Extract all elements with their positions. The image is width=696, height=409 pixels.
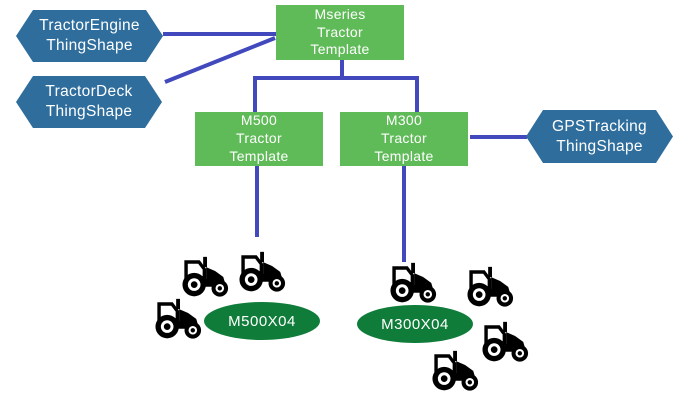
- template-m300-line2: Tractor: [381, 130, 427, 147]
- template-mseries-line3: Template: [310, 41, 370, 58]
- thingshape-tractorengine-line1: TractorEngine: [39, 17, 140, 35]
- instance-m300x04: M300X04: [357, 305, 473, 343]
- tractor-icon: [477, 321, 531, 362]
- thingshape-gpstracking-line2: ThingShape: [556, 137, 643, 155]
- template-mseries: Mseries Tractor Template: [276, 5, 404, 60]
- tractor-icon-glyph: [155, 298, 202, 339]
- template-m300: M300 Tractor Template: [340, 112, 468, 166]
- tractor-icon-glyph: [182, 256, 229, 297]
- tractor-icon-glyph: [482, 321, 529, 362]
- tractor-icon-glyph: [432, 350, 479, 391]
- thingshape-tractorengine-line2: ThingShape: [46, 37, 133, 54]
- template-m300-line3: Template: [374, 147, 434, 164]
- tractor-icon: [177, 256, 231, 297]
- tractor-icon: [427, 350, 481, 391]
- connector-tractordeck-mseries: [164, 36, 276, 84]
- template-m300-line1: M300: [385, 112, 423, 129]
- thingshape-tractordeck: TractorDeck ThingShape: [16, 76, 162, 128]
- template-mseries-line2: Tractor: [317, 23, 363, 40]
- template-m500-line2: Tractor: [236, 130, 282, 147]
- tractor-icon-glyph: [239, 251, 286, 292]
- thingshape-gpstracking-line1: GPSTracking: [552, 117, 647, 135]
- template-m500: M500 Tractor Template: [195, 112, 323, 166]
- thingshape-gpstracking: GPSTracking ThingShape: [526, 110, 673, 163]
- tractor-icon-glyph: [390, 262, 437, 303]
- instance-m500x04: M500X04: [204, 302, 320, 340]
- thingshape-tractordeck-line1: TractorDeck: [45, 83, 133, 101]
- thingshape-tractordeck-line2: ThingShape: [45, 103, 133, 120]
- template-m500-line1: M500: [240, 112, 278, 129]
- template-m500-line3: Template: [229, 147, 289, 164]
- tractor-icon: [385, 262, 439, 303]
- tractor-icon-glyph: [467, 266, 514, 307]
- tractor-icon: [234, 251, 288, 292]
- thingshape-tractorengine: TractorEngine ThingShape: [16, 10, 163, 62]
- instance-m500x04-label: M500X04: [228, 312, 296, 330]
- instance-m300x04-label: M300X04: [381, 315, 449, 333]
- template-mseries-line1: Mseries: [314, 5, 366, 22]
- tractor-icon: [150, 298, 204, 339]
- tractor-icon: [462, 266, 516, 307]
